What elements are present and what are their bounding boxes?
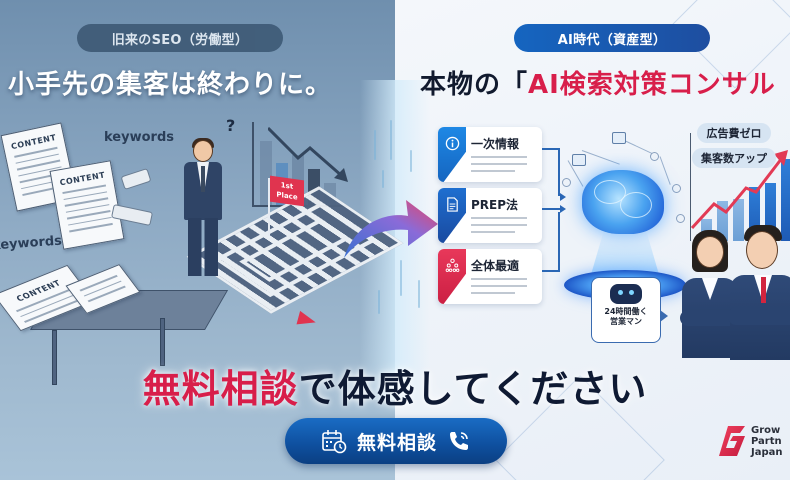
first-place-flag: 1st Place [270, 175, 304, 207]
growth-tag: 集客数アップ [692, 148, 776, 168]
connector-line [542, 208, 562, 210]
arrow-head-icon [560, 193, 566, 201]
old-seo-headline: 小手先の集客は終わりに。 [8, 70, 333, 100]
headline-accent: AI検索対策コンサル [528, 70, 776, 100]
logo-mark-icon [719, 426, 745, 456]
info-icon [438, 127, 466, 182]
button-label: 無料相談 [356, 431, 437, 454]
chart-node-icon [572, 154, 586, 166]
robot-salesperson-bubble: 24時間働く 営業マン [591, 277, 668, 343]
data-streak [378, 290, 380, 314]
data-streak [374, 130, 376, 160]
phone-icon [450, 432, 468, 450]
cta-headline-rest: で体感してください [298, 367, 648, 411]
businesswoman [680, 230, 740, 360]
screen-node-icon [612, 132, 626, 144]
robot-caption-line1: 24時間働く [604, 307, 648, 316]
feature-card-label: 一次情報 [471, 137, 520, 151]
flag-pole [268, 178, 270, 236]
ai-era-headline: 本物の「AI検索対策コンサル [420, 64, 790, 101]
down-arrow-icon [268, 126, 348, 182]
desk-leg [52, 330, 57, 385]
document-icon [438, 188, 466, 243]
feature-card-label: 全体最適 [471, 259, 520, 273]
keywords-label: keywords [104, 130, 174, 145]
data-streak [382, 170, 384, 188]
cta-headline: 無料相談で体感してください [0, 358, 790, 413]
desk-leg [160, 318, 165, 366]
feature-card-primary-info: 一次情報 [438, 127, 542, 182]
hierarchy-icon [438, 249, 466, 304]
connector-line [542, 212, 560, 272]
feature-card-prep: PREP法 [438, 188, 542, 243]
robot-icon [610, 284, 642, 304]
confused-businessman [178, 138, 228, 280]
ai-brain-hologram [560, 130, 690, 300]
paper-label: CONTENT [10, 132, 58, 152]
question-mark: ? [226, 116, 236, 135]
data-streak [390, 120, 392, 160]
connector-line [542, 148, 560, 196]
businessman [728, 225, 790, 360]
logo-text: Grow Partn Japan [751, 424, 783, 458]
growth-arrow-icon [690, 150, 788, 230]
ai-era-tag: AI時代（資産型） [514, 24, 710, 52]
old-seo-tag: 旧来のSEO（労働型） [77, 24, 283, 52]
robot-caption-line2: 営業マン [610, 317, 642, 326]
growth-tag: 広告費ゼロ [697, 123, 771, 143]
data-streak [410, 150, 412, 172]
company-logo[interactable]: Grow Partn Japan [718, 424, 783, 458]
gear-node-icon [650, 152, 659, 161]
cta-headline-accent: 無料相談 [142, 367, 299, 411]
feature-card-label: PREP法 [471, 198, 519, 212]
headline-prefix: 本物の「 [420, 70, 529, 100]
arrow-head-icon [560, 205, 566, 213]
calendar-clock-icon [322, 430, 347, 454]
transition-arrow-icon [344, 200, 438, 258]
feature-card-optimization: 全体最適 [438, 249, 542, 304]
data-streak [400, 260, 402, 296]
free-consultation-button[interactable]: 無料相談 [285, 418, 507, 464]
data-streak [418, 280, 420, 308]
brain-icon [582, 170, 664, 234]
